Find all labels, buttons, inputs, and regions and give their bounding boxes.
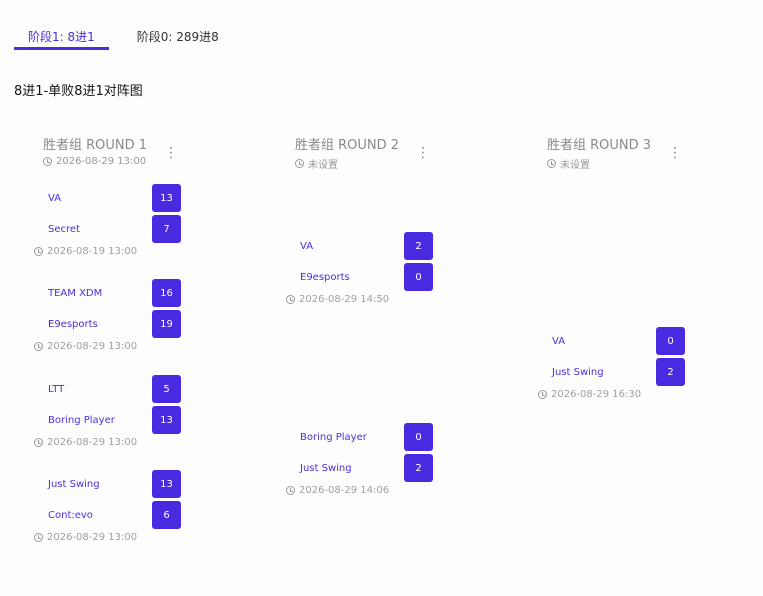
match-time-text: 2026-08-29 16:30 — [551, 389, 642, 400]
match-row-team1: TEAM XDM 16 — [34, 278, 194, 309]
match-time: 2026-08-29 14:06 — [286, 485, 446, 496]
team-name[interactable]: VA — [552, 336, 566, 347]
tab-stage-1[interactable]: 阶段1: 8进1 — [14, 24, 109, 50]
match-time-text: 2026-08-29 14:06 — [299, 485, 390, 496]
score-badge[interactable]: 2 — [656, 358, 685, 386]
clock-icon — [547, 159, 556, 168]
match-card[interactable]: Boring Player 0 Just Swing 2 2026-08-29 … — [286, 422, 446, 496]
match-row-team2: E9esports 0 — [286, 262, 446, 293]
round-title: 胜者组 ROUND 1 — [43, 138, 148, 153]
match-row-team1: LTT 5 — [34, 374, 194, 405]
match-time: 2026-08-29 13:00 — [34, 532, 194, 543]
match-row-team1: VA 13 — [34, 183, 194, 214]
round-time-text: 未设置 — [560, 160, 590, 171]
round-title: 胜者组 ROUND 3 — [547, 138, 652, 153]
clock-icon — [286, 486, 295, 495]
team-name[interactable]: Boring Player — [48, 415, 115, 426]
score-badge[interactable]: 0 — [404, 423, 433, 451]
score-badge[interactable]: 0 — [404, 263, 433, 291]
match-time-text: 2026-08-29 13:00 — [47, 341, 138, 352]
clock-icon — [295, 159, 304, 168]
clock-icon — [43, 157, 52, 166]
round-time-text: 未设置 — [308, 160, 338, 171]
match-time-text: 2026-08-19 13:00 — [47, 246, 138, 257]
match-time: 2026-08-29 13:00 — [34, 437, 194, 448]
match-card[interactable]: VA 0 Just Swing 2 2026-08-29 16:30 — [538, 326, 698, 400]
match-row-team1: Just Swing 13 — [34, 469, 194, 500]
clock-icon — [286, 295, 295, 304]
match-time: 2026-08-19 13:00 — [34, 246, 194, 257]
clock-icon — [538, 390, 547, 399]
round-time: 未设置 — [547, 156, 697, 171]
round-time: 2026-08-29 13:00 — [43, 156, 193, 167]
team-name[interactable]: VA — [48, 193, 62, 204]
match-time: 2026-08-29 16:30 — [538, 389, 698, 400]
round-title: 胜者组 ROUND 2 — [295, 138, 400, 153]
round-1-header: 胜者组 ROUND 1 2026-08-29 13:00 — [43, 134, 193, 167]
match-card[interactable]: TEAM XDM 16 E9esports 19 2026-08-29 13:0… — [34, 278, 194, 352]
team-name[interactable]: Just Swing — [300, 463, 352, 474]
match-row-team2: Cont:evo 6 — [34, 500, 194, 531]
match-card[interactable]: Just Swing 13 Cont:evo 6 2026-08-29 13:0… — [34, 469, 194, 543]
match-time: 2026-08-29 14:50 — [286, 294, 446, 305]
team-name[interactable]: TEAM XDM — [48, 288, 103, 299]
clock-icon — [34, 342, 43, 351]
score-badge[interactable]: 6 — [152, 501, 181, 529]
match-row-team2: Secret 7 — [34, 214, 194, 245]
score-badge[interactable]: 2 — [404, 454, 433, 482]
match-time: 2026-08-29 13:00 — [34, 341, 194, 352]
match-row-team2: E9esports 19 — [34, 309, 194, 340]
clock-icon — [34, 438, 43, 447]
match-row-team2: Boring Player 13 — [34, 405, 194, 436]
round-3-header: 胜者组 ROUND 3 未设置 — [547, 134, 697, 171]
stage-tabs: 阶段1: 8进1 阶段0: 289进8 — [14, 24, 233, 54]
team-name[interactable]: Secret — [48, 224, 80, 235]
score-badge[interactable]: 0 — [656, 327, 685, 355]
score-badge[interactable]: 2 — [404, 232, 433, 260]
match-card[interactable]: LTT 5 Boring Player 13 2026-08-29 13:00 — [34, 374, 194, 448]
match-row-team1: VA 0 — [538, 326, 698, 357]
score-badge[interactable]: 5 — [152, 375, 181, 403]
match-row-team1: Boring Player 0 — [286, 422, 446, 453]
score-badge[interactable]: 16 — [152, 279, 181, 307]
match-time-text: 2026-08-29 13:00 — [47, 532, 138, 543]
clock-icon — [34, 247, 43, 256]
score-badge[interactable]: 19 — [152, 310, 181, 338]
round-time: 未设置 — [295, 156, 445, 171]
team-name[interactable]: Cont:evo — [48, 510, 93, 521]
round-2-header: 胜者组 ROUND 2 未设置 — [295, 134, 445, 171]
match-card[interactable]: VA 2 E9esports 0 2026-08-29 14:50 — [286, 231, 446, 305]
clock-icon — [34, 533, 43, 542]
match-row-team1: VA 2 — [286, 231, 446, 262]
team-name[interactable]: E9esports — [300, 272, 350, 283]
match-row-team2: Just Swing 2 — [286, 453, 446, 484]
team-name[interactable]: Boring Player — [300, 432, 367, 443]
score-badge[interactable]: 7 — [152, 215, 181, 243]
match-time-text: 2026-08-29 14:50 — [299, 294, 390, 305]
team-name[interactable]: LTT — [48, 384, 65, 395]
team-name[interactable]: Just Swing — [48, 479, 100, 490]
tab-stage-0[interactable]: 阶段0: 289进8 — [136, 30, 219, 44]
team-name[interactable]: VA — [300, 241, 314, 252]
team-name[interactable]: Just Swing — [552, 367, 604, 378]
match-row-team2: Just Swing 2 — [538, 357, 698, 388]
match-card[interactable]: VA 13 Secret 7 2026-08-19 13:00 — [34, 183, 194, 257]
more-options-icon[interactable]: ⋮ — [164, 145, 178, 161]
score-badge[interactable]: 13 — [152, 470, 181, 498]
more-options-icon[interactable]: ⋮ — [668, 145, 682, 161]
team-name[interactable]: E9esports — [48, 319, 98, 330]
score-badge[interactable]: 13 — [152, 406, 181, 434]
page-title: 8进1-单败8进1对阵图 — [14, 84, 143, 99]
score-badge[interactable]: 13 — [152, 184, 181, 212]
round-time-text: 2026-08-29 13:00 — [56, 156, 147, 167]
more-options-icon[interactable]: ⋮ — [416, 145, 430, 161]
match-time-text: 2026-08-29 13:00 — [47, 437, 138, 448]
